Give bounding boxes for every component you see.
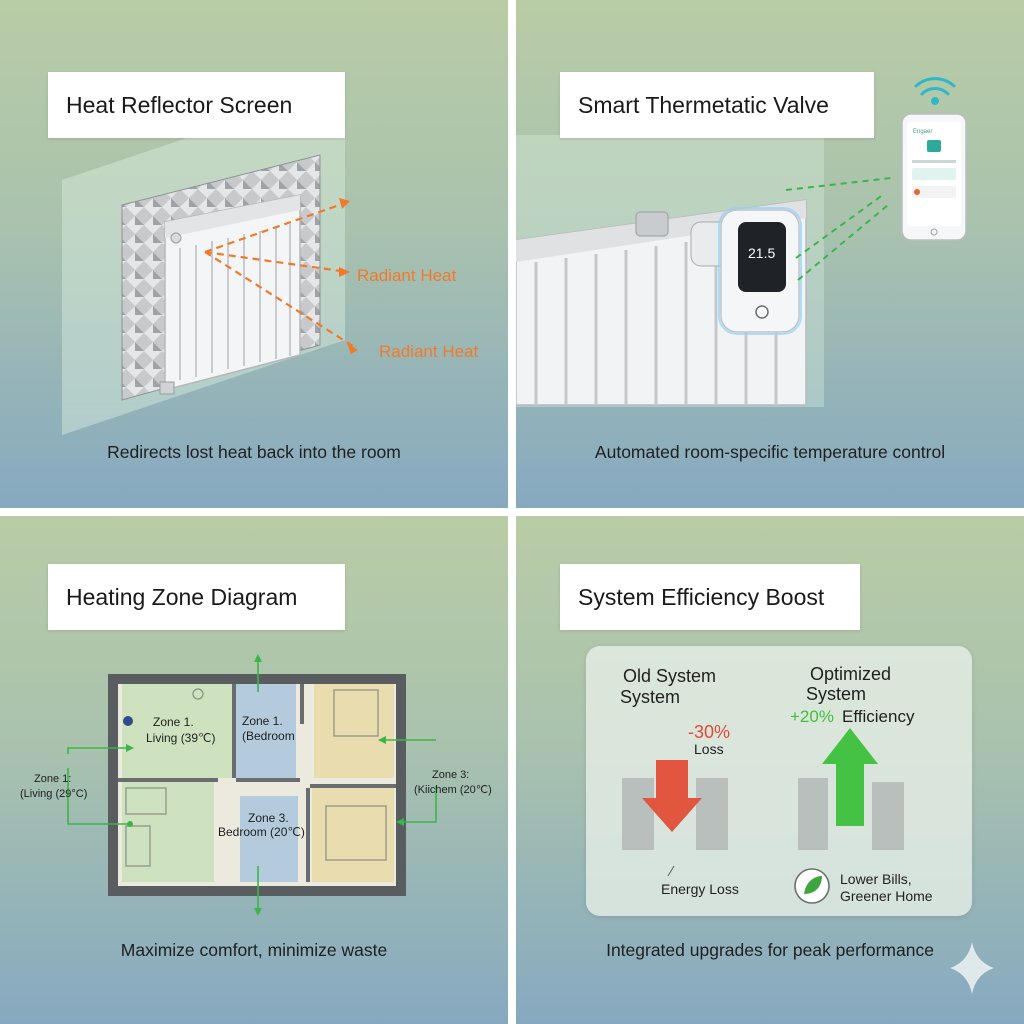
panel-heat-reflector: Radiant Heat Radiant Heat Heat Reflector… (0, 0, 508, 508)
heat-arrows (204, 200, 357, 349)
new-system-delta-label: Efficiency (842, 707, 915, 726)
panel-caption: Maximize comfort, minimize waste (120, 940, 388, 960)
radiant-heat-label-2: Radiant Heat (379, 342, 479, 361)
panel-smart-valve: 21.5 Engaer Smart Thermetatic Valv (516, 0, 1024, 508)
callout-living-1: Zone 1: (34, 773, 71, 785)
wireless-signal-lines (785, 177, 892, 281)
panel-title: Smart Thermetatic Valve (560, 72, 874, 138)
loss-arrow-icon (642, 760, 702, 832)
wifi-icon (914, 77, 956, 105)
room-bedroom-center (240, 796, 298, 882)
room-label-living-2: Living (39℃) (146, 731, 216, 745)
panel-title: Heating Zone Diagram (48, 564, 345, 630)
radiator (159, 194, 301, 395)
gain-arrow-icon (822, 728, 878, 826)
room-label-bedroom-2: (Bedroom (242, 729, 295, 743)
room-bedroom-top (314, 684, 394, 778)
room-kitchen (312, 788, 394, 882)
heat-reflector-illustration: Radiant Heat Radiant Heat (62, 85, 479, 435)
panel-efficiency: Old System System -30% Loss Energy Loss … (516, 516, 1024, 1024)
phone-app-header: Engaer (913, 129, 932, 135)
valve-temperature-display: 21.5 (748, 245, 775, 261)
floor-plan-illustration: Zone 1. Living (39℃) Zone 1. (Bedroom Zo… (20, 654, 492, 916)
new-system-label-1: Optimized (810, 664, 891, 684)
panel-heating-zones: Zone 1. Living (39℃) Zone 1. (Bedroom Zo… (0, 516, 508, 1024)
zone-callout-lines (67, 658, 437, 912)
old-system-footer: Energy Loss (661, 881, 739, 897)
panel-caption: Automated room-specific temperature cont… (594, 442, 946, 462)
new-system-footer-1: Lower Bills, (840, 871, 912, 887)
efficiency-illustration: Old System System -30% Loss Energy Loss … (620, 664, 994, 994)
new-system-footer-2: Greener Home (840, 888, 933, 904)
callout-kitchen-2: (Kiichem (20℃) (414, 784, 492, 796)
room-bedroom-small (236, 684, 296, 778)
old-system-label-2: System (620, 687, 680, 707)
panel-title: Heat Reflector Screen (48, 72, 345, 138)
room-label-living-1: Zone 1. (153, 715, 194, 729)
callout-living-2: (Living (29°C) (20, 788, 87, 800)
old-system-delta-label: Loss (694, 741, 724, 757)
new-system-delta: +20% (790, 707, 834, 726)
leaf-icon (804, 876, 822, 894)
panel-title: System Efficiency Boost (560, 564, 860, 630)
old-system-delta: -30% (688, 722, 730, 742)
room-living (122, 684, 232, 778)
sparkle-icon (950, 942, 994, 994)
room-label-bedroom-center-2: Bedroom (20℃) (218, 825, 305, 839)
radiant-heat-label-1: Radiant Heat (357, 266, 457, 285)
room-label-bedroom-center-1: Zone 3. (248, 811, 289, 825)
old-bar-left (622, 778, 654, 850)
room-label-bedroom-1: Zone 1. (242, 714, 283, 728)
panel-caption: Redirects lost heat back into the room (107, 442, 401, 462)
new-bar-right (872, 782, 904, 850)
smartphone: Engaer (901, 113, 967, 241)
new-bar-left (798, 778, 828, 850)
room-living-lower (122, 782, 214, 882)
panel-caption: Integrated upgrades for peak performance (606, 940, 934, 960)
smart-valve-illustration: 21.5 Engaer (516, 77, 967, 407)
smart-valve: 21.5 (690, 207, 802, 335)
new-system-label-2: System (806, 684, 866, 704)
old-bar-right (696, 778, 728, 850)
old-system-label-1: Old System (623, 666, 716, 686)
callout-kitchen-1: Zone 3: (432, 769, 469, 781)
